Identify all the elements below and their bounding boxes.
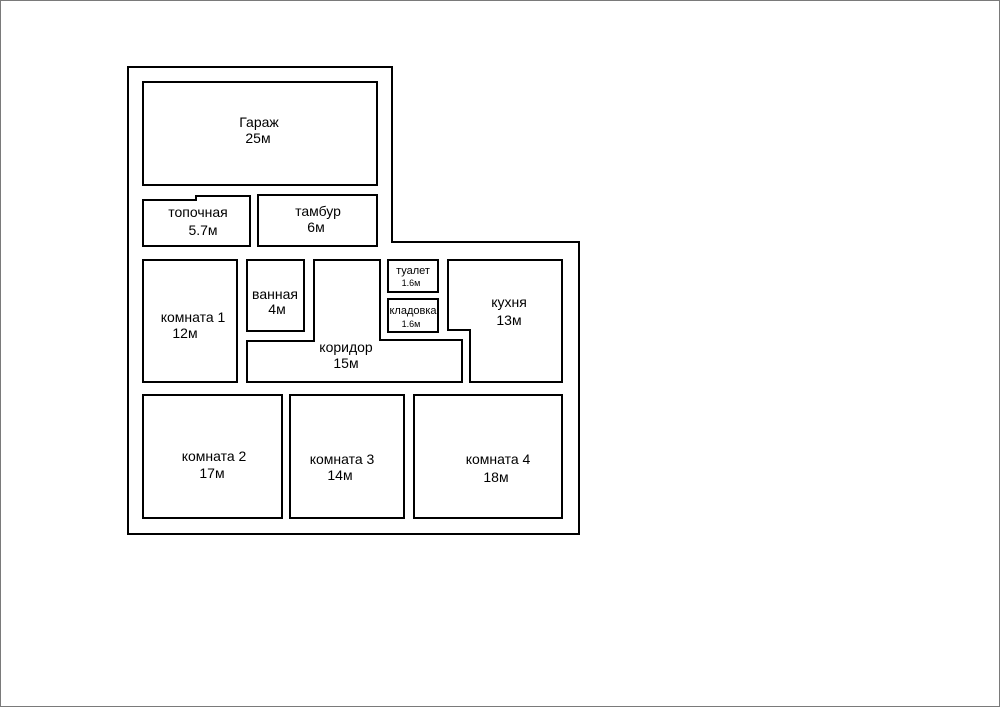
room-4: комната 4 18м — [413, 394, 563, 519]
outer-wall — [127, 66, 580, 535]
room-bath: ванная 4м — [246, 259, 305, 332]
room-bath-name: ванная — [252, 286, 298, 302]
room-1-area: 12м — [172, 325, 197, 341]
room-pantry-name: кладовка — [389, 305, 437, 317]
room-pantry: кладовка 1.6м — [387, 298, 439, 333]
room-2-name: комната 2 — [182, 448, 247, 464]
room-kitchen-area: 13м — [496, 312, 521, 328]
room-boiler-area: 5.7м — [188, 222, 217, 238]
room-toilet-name: туалет — [396, 265, 430, 277]
room-vestibule-name: тамбур — [295, 203, 341, 219]
room-3: комната 3 14м — [289, 394, 405, 519]
room-4-name: комната 4 — [466, 451, 531, 467]
room-corridor-name: коридор — [319, 339, 373, 355]
room-garage-area: 25м — [245, 130, 270, 146]
room-boiler: топочная 5.7м — [142, 195, 251, 247]
room-2: комната 2 17м — [142, 394, 283, 519]
room-3-area: 14м — [327, 467, 352, 483]
room-corridor: коридор 15м — [246, 259, 463, 383]
room-pantry-area: 1.6м — [402, 319, 421, 329]
room-1-name: комната 1 — [161, 309, 226, 325]
room-garage-name: Гараж — [239, 114, 279, 130]
room-vestibule: тамбур 6м — [257, 194, 378, 247]
room-garage: Гараж 25м — [142, 81, 378, 186]
room-kitchen: кухня 13м — [447, 259, 563, 383]
room-toilet: туалет 1.6м — [387, 259, 439, 293]
room-boiler-name: топочная — [168, 204, 228, 220]
room-bath-area: 4м — [268, 301, 285, 317]
room-4-area: 18м — [483, 469, 508, 485]
room-2-area: 17м — [199, 465, 224, 481]
room-3-name: комната 3 — [310, 451, 375, 467]
room-corridor-area: 15м — [333, 355, 358, 371]
room-kitchen-name: кухня — [491, 294, 527, 310]
room-vestibule-area: 6м — [307, 219, 324, 235]
room-toilet-area: 1.6м — [402, 278, 421, 288]
room-1: комната 1 12м — [142, 259, 238, 383]
